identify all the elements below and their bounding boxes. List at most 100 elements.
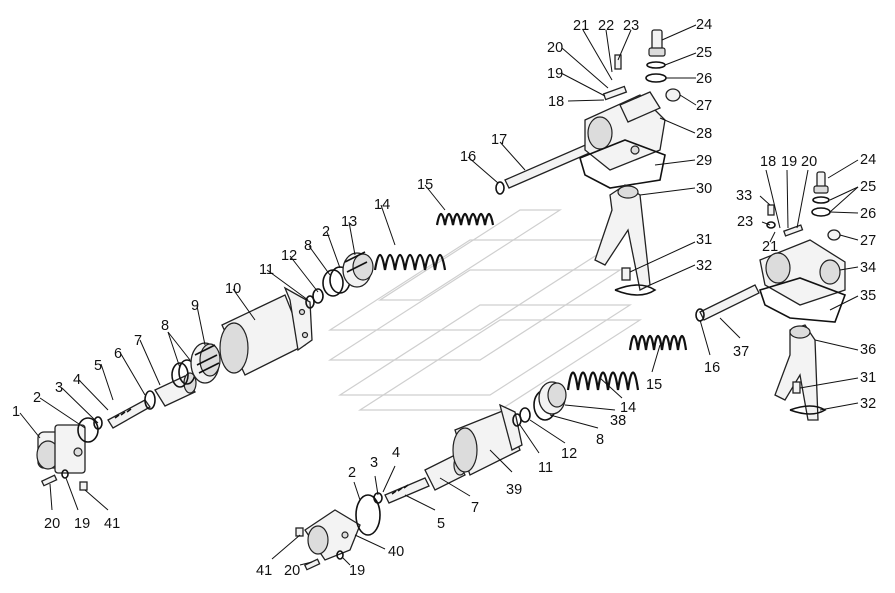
background-pattern bbox=[327, 209, 643, 411]
callout-41-ll: 41 bbox=[104, 516, 120, 532]
part-3-ring bbox=[93, 416, 103, 430]
callout-21: 21 bbox=[573, 18, 589, 34]
part-5-rod bbox=[107, 399, 151, 429]
callout-37-l: 37 bbox=[733, 344, 749, 360]
lower-assembly bbox=[304, 334, 688, 561]
callout-3-l: 3 bbox=[370, 455, 378, 471]
callout-18: 18 bbox=[548, 94, 564, 110]
callout-33-r: 33 bbox=[736, 188, 752, 204]
callout-20-ll: 20 bbox=[44, 516, 60, 532]
part-34-housing bbox=[759, 239, 846, 306]
callout-18-r: 18 bbox=[760, 154, 776, 170]
callout-14-l: 14 bbox=[620, 400, 636, 416]
callout-15: 15 bbox=[417, 177, 433, 193]
callout-39-l: 39 bbox=[506, 482, 522, 498]
part-24-valve bbox=[648, 29, 666, 57]
callout-26-r: 26 bbox=[860, 206, 876, 222]
part-2-ring-upper bbox=[322, 269, 344, 297]
callout-14: 14 bbox=[374, 197, 390, 213]
part-9-piston bbox=[190, 342, 221, 384]
callout-40-l: 40 bbox=[388, 544, 404, 560]
callout-11: 11 bbox=[259, 262, 274, 278]
callout-19-ll: 19 bbox=[74, 516, 90, 532]
part-14-spring-lower bbox=[566, 371, 640, 391]
callout-35-r: 35 bbox=[860, 288, 876, 304]
callout-19-l: 19 bbox=[349, 563, 365, 579]
part-15-spring bbox=[435, 212, 495, 226]
part-2-ring-lower bbox=[355, 494, 381, 536]
part-38-piston bbox=[538, 381, 567, 415]
callout-15-l: 15 bbox=[646, 377, 662, 393]
callout-23-r: 23 bbox=[737, 214, 753, 230]
part-41-plug bbox=[79, 481, 88, 491]
part-6-washer bbox=[144, 390, 156, 410]
part-19-washer bbox=[61, 469, 69, 479]
callout-32-r: 32 bbox=[860, 396, 876, 412]
part-26-seal-right bbox=[811, 207, 831, 217]
part-11-washer bbox=[305, 295, 315, 309]
callout-12: 12 bbox=[281, 248, 297, 264]
part-32-clip-right bbox=[789, 405, 827, 415]
part-13-piston bbox=[342, 251, 374, 288]
callout-17: 17 bbox=[491, 132, 507, 148]
callout-26: 26 bbox=[696, 71, 712, 87]
callout-8-l: 8 bbox=[596, 432, 604, 448]
part-40-end-cap bbox=[304, 509, 361, 561]
part-33-screw bbox=[767, 204, 775, 216]
part-25-seal-right bbox=[812, 196, 830, 204]
callout-1: 1 bbox=[12, 404, 20, 420]
part-18-screw bbox=[602, 85, 628, 101]
part-20-bolt bbox=[40, 474, 58, 487]
part-37-shaft bbox=[699, 284, 760, 321]
callout-34-r: 34 bbox=[860, 260, 876, 276]
part-16-ring bbox=[495, 181, 505, 195]
callout-10: 10 bbox=[225, 281, 241, 297]
callout-36-r: 36 bbox=[860, 342, 876, 358]
callout-3: 3 bbox=[55, 380, 63, 396]
part-30-fork bbox=[594, 184, 651, 291]
callout-30: 30 bbox=[696, 181, 712, 197]
callout-labels-right: 18 19 20 24 33 23 25 26 21 27 34 35 36 3… bbox=[736, 152, 876, 412]
callout-31-r: 31 bbox=[860, 370, 876, 386]
callout-25: 25 bbox=[696, 45, 712, 61]
part-31-pin-right bbox=[792, 381, 801, 394]
callout-20-l: 20 bbox=[284, 563, 300, 579]
part-29-gasket bbox=[579, 139, 666, 189]
part-15-spring-lower bbox=[628, 334, 688, 351]
callout-31: 31 bbox=[696, 232, 712, 248]
callout-38-l: 38 bbox=[610, 413, 626, 429]
callout-2-l: 2 bbox=[348, 465, 356, 481]
callout-12-l: 12 bbox=[561, 446, 577, 462]
part-25-seal bbox=[646, 61, 666, 69]
part-5-rod-lower bbox=[384, 477, 430, 504]
callout-5-l: 5 bbox=[437, 516, 445, 532]
part-36-fork bbox=[774, 324, 819, 421]
callout-4: 4 bbox=[73, 372, 81, 388]
part-10-cylinder bbox=[219, 286, 313, 376]
part-19-washer-lower bbox=[336, 550, 344, 560]
callout-32: 32 bbox=[696, 258, 712, 274]
callout-4-l: 4 bbox=[392, 445, 400, 461]
leader-lines bbox=[19, 24, 859, 566]
callout-8: 8 bbox=[161, 318, 169, 334]
right-assembly bbox=[695, 171, 847, 421]
callout-24-r: 24 bbox=[860, 152, 876, 168]
callout-19: 19 bbox=[547, 66, 563, 82]
callout-25-r: 25 bbox=[860, 179, 876, 195]
callout-41-l: 41 bbox=[256, 563, 272, 579]
part-26-seal bbox=[645, 73, 667, 83]
callout-9: 9 bbox=[191, 298, 199, 314]
part-24-valve-right bbox=[813, 171, 829, 194]
callout-labels-upper: 1 2 3 4 5 6 7 8 9 10 11 12 8 2 13 14 15 … bbox=[12, 17, 712, 420]
callout-13: 13 bbox=[341, 214, 357, 230]
callout-20-r: 20 bbox=[801, 154, 817, 170]
callout-8-b: 8 bbox=[304, 238, 312, 254]
part-20-bolt-lower bbox=[303, 558, 321, 571]
callout-7-l: 7 bbox=[471, 500, 479, 516]
callout-23: 23 bbox=[623, 18, 639, 34]
part-28-housing bbox=[584, 91, 666, 171]
callout-22: 22 bbox=[598, 18, 614, 34]
callout-2: 2 bbox=[33, 390, 41, 406]
callout-2-b: 2 bbox=[322, 224, 330, 240]
